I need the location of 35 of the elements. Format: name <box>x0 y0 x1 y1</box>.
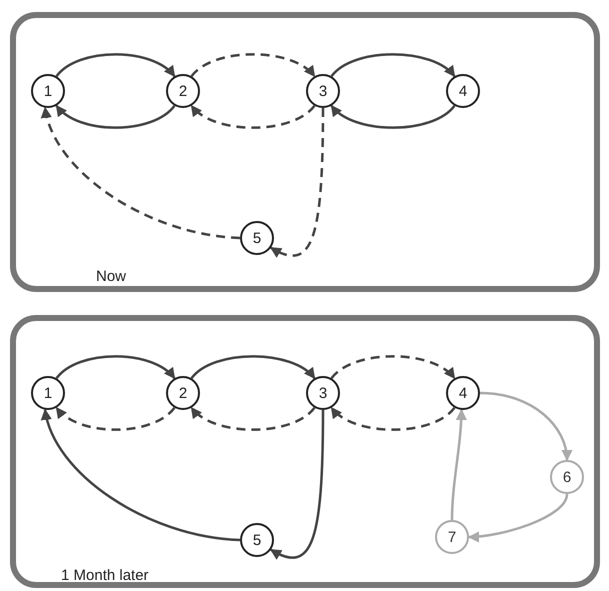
state-circle: 2 <box>166 376 200 410</box>
arrow <box>270 410 324 560</box>
state-circle: 4 <box>446 376 480 410</box>
arrow <box>190 406 316 431</box>
state-circle: 4 <box>446 74 480 108</box>
arrow <box>330 406 456 431</box>
arrow <box>330 355 456 380</box>
state-circle: 2 <box>166 74 200 108</box>
arrow <box>330 104 456 129</box>
state-circle: 5 <box>240 221 274 255</box>
arrow <box>56 355 176 380</box>
arrow <box>270 108 324 258</box>
panel-title: 1 Month later <box>61 567 149 584</box>
arrow <box>190 355 316 380</box>
panel <box>10 12 600 292</box>
arrow <box>56 104 176 129</box>
arrow <box>190 53 316 78</box>
state-circle: 3 <box>306 376 340 410</box>
arrow <box>330 53 456 78</box>
arrow <box>56 406 176 431</box>
state-circle: 3 <box>306 74 340 108</box>
panel-title: Now <box>96 268 126 285</box>
arrow <box>190 104 316 129</box>
arrow <box>468 494 568 542</box>
state-circle: 5 <box>240 523 274 557</box>
state-circle: 6 <box>550 460 584 494</box>
arrow <box>56 53 176 78</box>
arrow <box>42 408 240 542</box>
arrow <box>42 106 240 240</box>
panel <box>10 315 600 588</box>
state-circle: 7 <box>435 520 469 554</box>
arrow <box>450 408 467 520</box>
state-circle: 1 <box>31 376 65 410</box>
arrow <box>480 392 572 462</box>
state-circle: 1 <box>31 74 65 108</box>
